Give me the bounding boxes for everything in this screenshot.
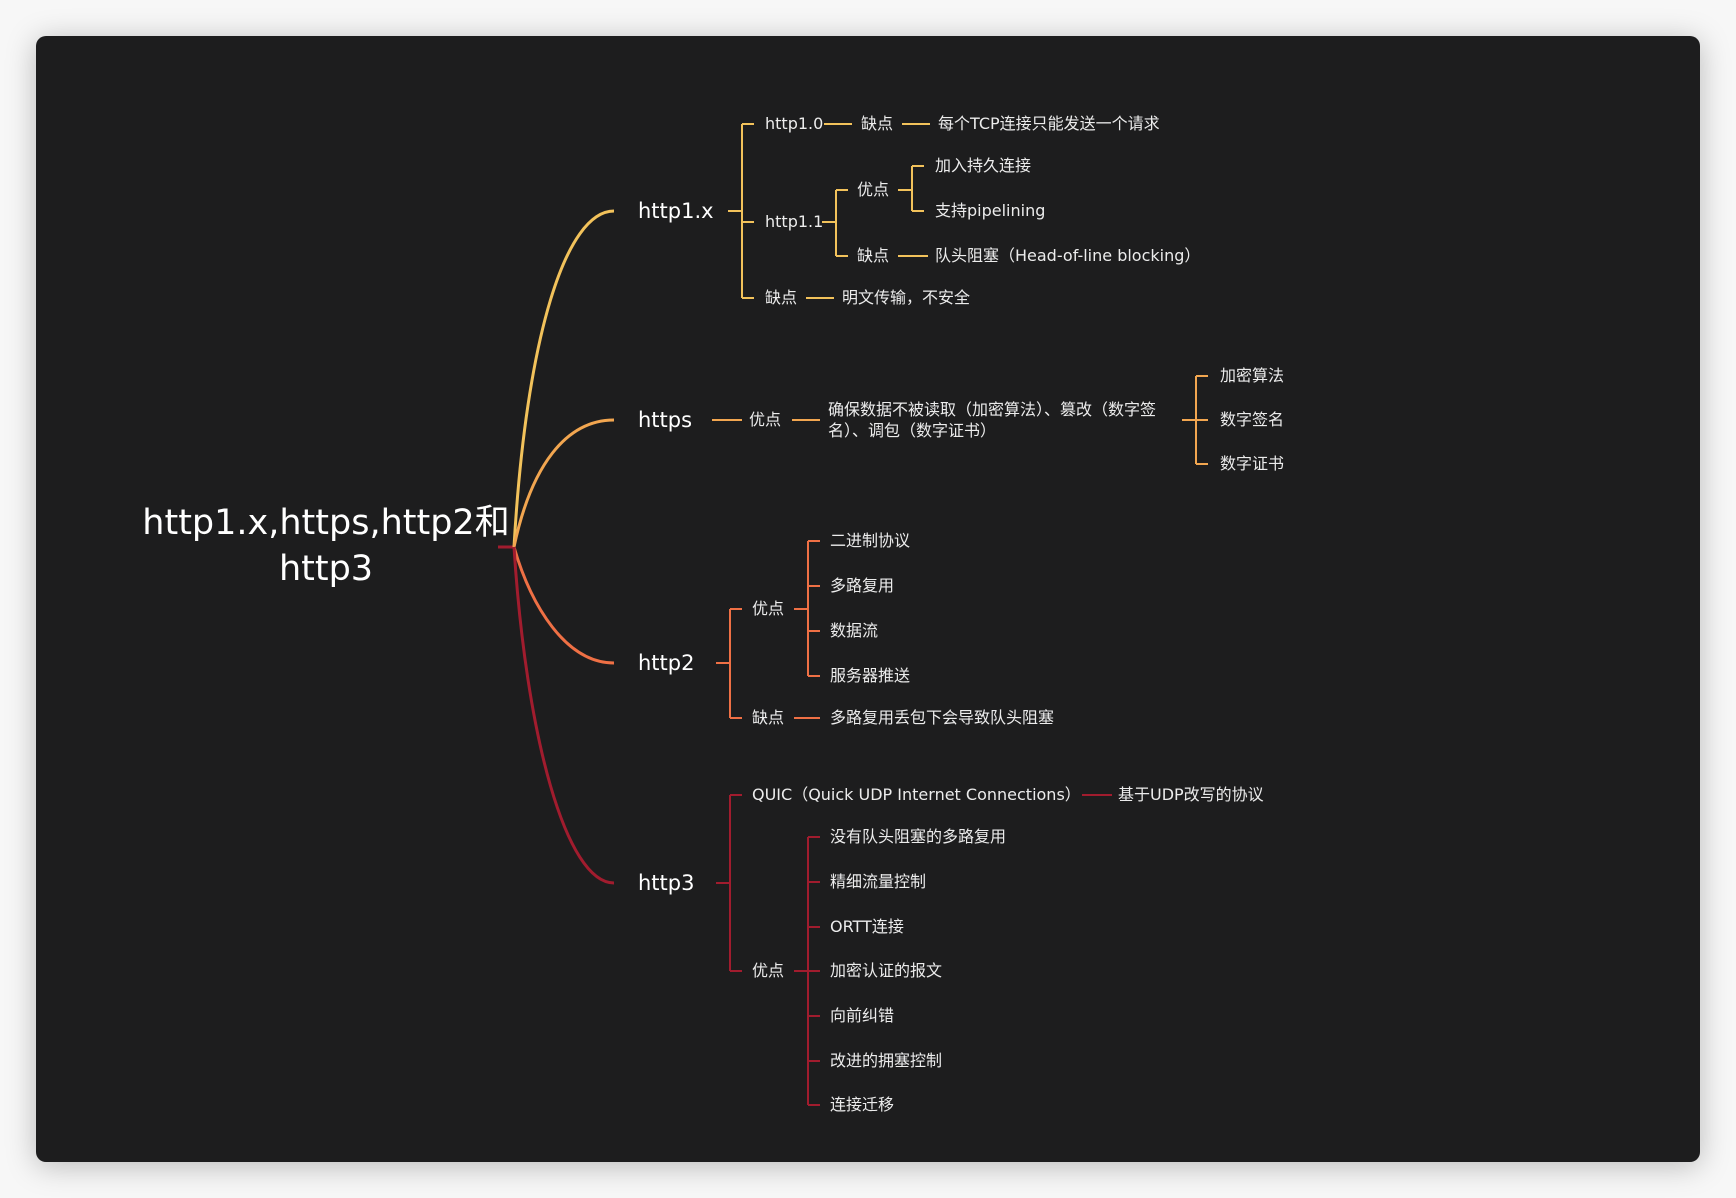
lines-http3 [716, 794, 1112, 1106]
topic-http3[interactable]: http3 [638, 871, 695, 895]
node-http3-pros-4[interactable]: 加密认证的报文 [830, 961, 943, 980]
root-topic[interactable]: http1.x,https,http2和http3 [142, 503, 510, 589]
node-http2-cons-detail[interactable]: 多路复用丢包下会导致队头阻塞 [830, 708, 1055, 727]
topic-https[interactable]: https [638, 408, 693, 432]
node-https-cert[interactable]: 数字证书 [1220, 454, 1285, 473]
topic-http2[interactable]: http2 [638, 651, 695, 675]
node-https-pros[interactable]: 优点 [749, 410, 782, 429]
curve-http2 [512, 546, 615, 665]
node-https-sign[interactable]: 数字签名 [1220, 410, 1285, 429]
node-http3-pros-2[interactable]: 精细流量控制 [830, 872, 927, 891]
node-http2-pros-2[interactable]: 多路复用 [830, 576, 895, 595]
topic-http1x[interactable]: http1.x [638, 199, 714, 223]
node-http2-cons[interactable]: 缺点 [752, 708, 785, 727]
lines-https [712, 375, 1208, 465]
node-http11-cons[interactable]: 缺点 [857, 246, 890, 265]
node-http10[interactable]: http1.0 [765, 114, 824, 133]
node-http1x-cons[interactable]: 缺点 [765, 288, 798, 307]
lines-http2 [716, 540, 820, 719]
connector-lines [498, 122, 1208, 1106]
node-quic-detail[interactable]: 基于UDP改写的协议 [1118, 785, 1264, 804]
node-quic[interactable]: QUIC（Quick UDP Internet Connections） [752, 785, 1081, 804]
node-http11-pros[interactable]: 优点 [857, 180, 890, 199]
node-http10-cons-detail[interactable]: 每个TCP连接只能发送一个请求 [938, 114, 1160, 133]
node-https-pros-detail[interactable]: 确保数据不被读取（加密算法）、篡改（数字签名）、调包（数字证书） [828, 400, 1157, 440]
node-http1x-cons-detail[interactable]: 明文传输，不安全 [842, 288, 971, 307]
node-http11[interactable]: http1.1 [765, 212, 824, 231]
lines-http1x [728, 122, 930, 299]
node-http2-pros-3[interactable]: 数据流 [830, 621, 879, 640]
node-http3-pros-3[interactable]: ORTT连接 [830, 917, 904, 936]
node-http11-pros-1[interactable]: 加入持久连接 [935, 156, 1032, 175]
node-http2-pros-1[interactable]: 二进制协议 [830, 531, 911, 550]
node-http3-pros-6[interactable]: 改进的拥塞控制 [830, 1051, 943, 1070]
node-http2-pros[interactable]: 优点 [752, 599, 785, 618]
mindmap-canvas: http1.x,https,http2和http3 http1.x http1.… [36, 36, 1700, 1162]
node-http11-cons-detail[interactable]: 队头阻塞（Head-of-line blocking） [935, 246, 1201, 265]
node-http3-pros-7[interactable]: 连接迁移 [830, 1095, 895, 1114]
node-http3-pros-1[interactable]: 没有队头阻塞的多路复用 [830, 827, 1007, 846]
node-http10-cons[interactable]: 缺点 [861, 114, 894, 133]
curve-https [512, 418, 615, 548]
curve-http3 [512, 546, 615, 885]
node-http3-pros-5[interactable]: 向前纠错 [830, 1006, 895, 1025]
node-https-alg[interactable]: 加密算法 [1220, 366, 1285, 385]
node-http2-pros-4[interactable]: 服务器推送 [830, 666, 911, 685]
curve-http1x [512, 209, 615, 548]
node-http11-pros-2[interactable]: 支持pipelining [935, 201, 1046, 220]
node-http3-pros[interactable]: 优点 [752, 961, 785, 980]
